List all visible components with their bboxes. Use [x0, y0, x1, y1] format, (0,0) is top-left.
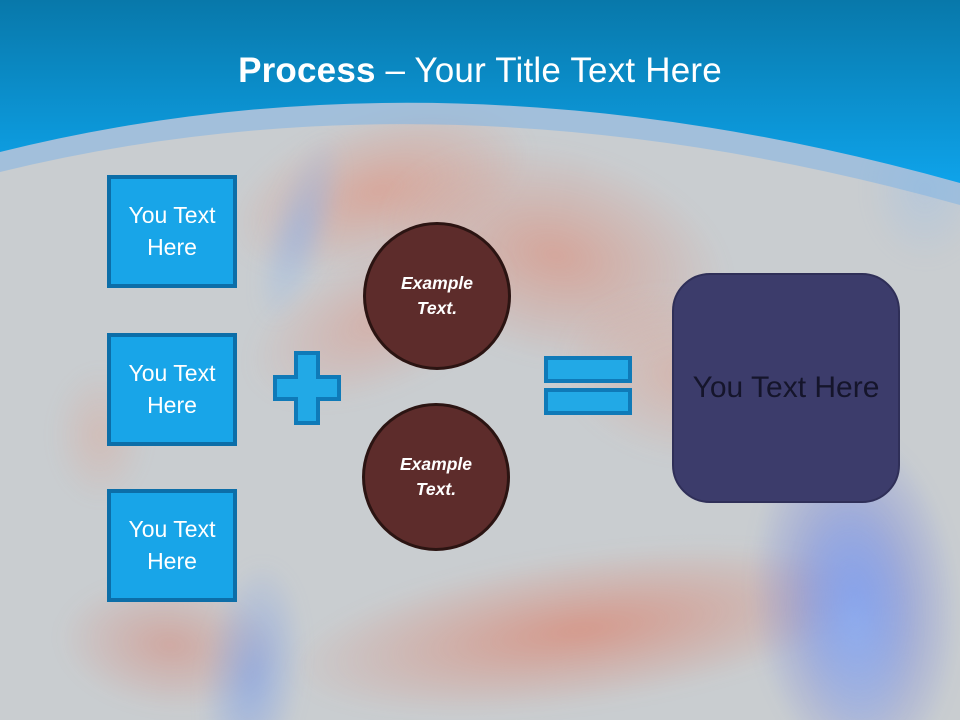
plus-icon — [273, 351, 341, 425]
header-banner — [0, 0, 960, 205]
text-box-1-label: You Text Here — [128, 202, 216, 260]
example-circle-2-label: Example Text. — [400, 453, 472, 499]
text-box-2: You Text Here — [107, 333, 237, 446]
result-box: You Text Here — [672, 273, 900, 503]
equals-icon — [544, 356, 632, 415]
header-curve-main — [0, 0, 960, 183]
slide-title-rest: – Your Title Text Here — [385, 51, 722, 90]
text-box-2-label: You Text Here — [128, 360, 216, 418]
result-box-label: You Text Here — [692, 371, 880, 404]
example-circle-2: Example Text. — [362, 403, 510, 551]
example-circle-1-label: Example Text. — [401, 272, 473, 318]
text-box-1: You Text Here — [107, 175, 237, 288]
example-circle-1: Example Text. — [363, 222, 511, 370]
text-box-3-label: You Text Here — [128, 516, 216, 574]
text-box-3: You Text Here — [107, 489, 237, 602]
slide-title: Process– Your Title Text Here — [0, 50, 960, 92]
slide-title-emphasis: Process — [238, 51, 376, 90]
